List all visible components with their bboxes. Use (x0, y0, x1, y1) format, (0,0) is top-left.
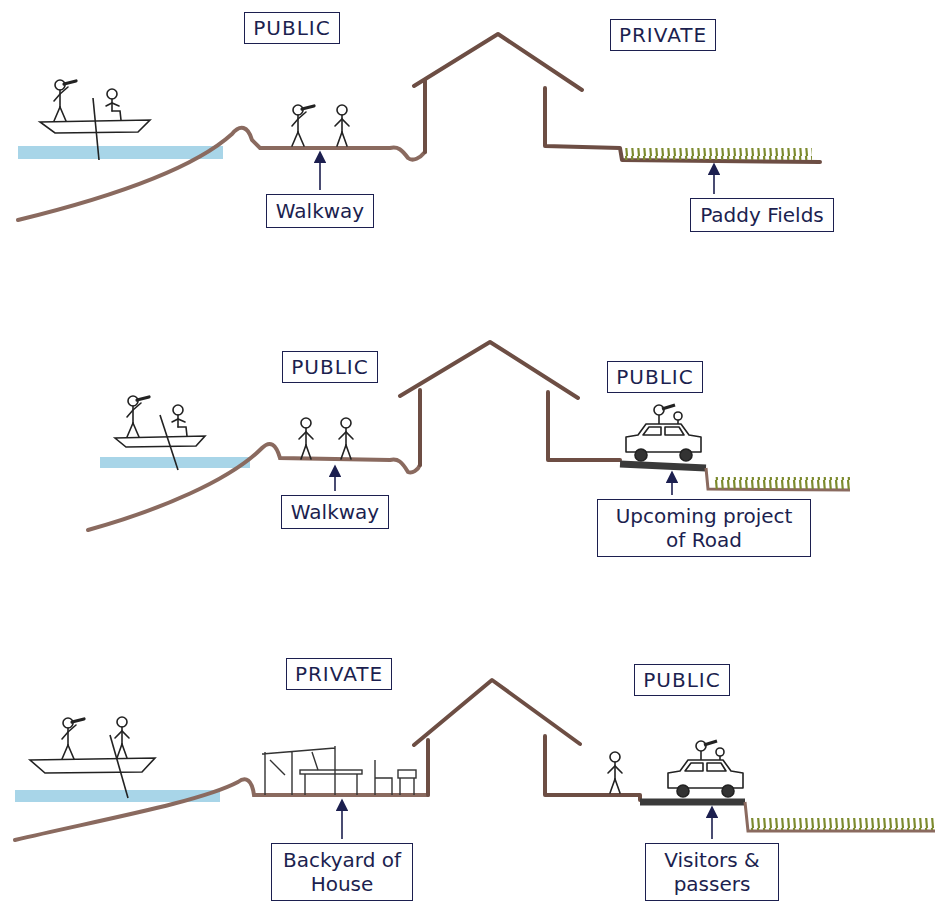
leader-arrow (319, 153, 321, 190)
callout-box: Visitors & passers (645, 843, 779, 901)
boat-person (62, 718, 84, 759)
label-text: PRIVATE (295, 662, 383, 686)
callout-box: Backyard of House (271, 843, 413, 901)
walker-figure (292, 105, 314, 146)
paddy-grass (625, 148, 812, 160)
zone-tag: PUBLIC (282, 351, 377, 383)
callout-box: Upcoming project of Road (597, 499, 811, 557)
house-outline (414, 34, 820, 162)
boat-pole (160, 415, 178, 470)
label-text: PUBLIC (253, 16, 330, 40)
car (668, 741, 743, 797)
backyard-furniture (262, 746, 416, 795)
label-text: PUBLIC (643, 668, 720, 692)
zone-tag: PUBLIC (634, 664, 729, 696)
leader-arrow (671, 473, 673, 495)
walker-figure (299, 418, 313, 459)
road (640, 799, 745, 806)
boat-person (106, 89, 121, 120)
walker-figure (339, 418, 353, 459)
road (620, 464, 706, 468)
water (18, 146, 223, 159)
leader-arrow (341, 801, 343, 839)
label-text: Walkway (276, 199, 364, 223)
house-outline (400, 342, 620, 465)
label-text: PUBLIC (291, 355, 368, 379)
boat-person (172, 405, 187, 436)
zone-tag: PRIVATE (610, 19, 716, 51)
terrain-line (15, 779, 428, 840)
boat-pole (93, 98, 99, 160)
callout-box: Walkway (281, 495, 389, 529)
label-text: PUBLIC (616, 365, 693, 389)
label-text: Upcoming project of Road (607, 504, 801, 552)
zone-tag: PUBLIC (244, 12, 339, 44)
boat-pole (110, 735, 128, 798)
paddy-grass (750, 818, 935, 830)
boat (115, 436, 205, 447)
visitor-figure (608, 752, 622, 793)
leader-arrow (711, 808, 713, 839)
boat-person (127, 396, 149, 437)
leader-arrow (713, 165, 715, 194)
zone-tag: PUBLIC (607, 361, 702, 393)
walker-figure (335, 105, 349, 146)
boat-person (115, 717, 129, 758)
terrain-line (706, 468, 850, 490)
label-text: Backyard of House (281, 848, 403, 896)
house-outline (414, 680, 640, 800)
paddy-grass (712, 477, 850, 489)
car (626, 405, 701, 461)
callout-box: Walkway (266, 194, 374, 228)
leader-arrow (334, 467, 336, 491)
terrain-line (745, 802, 935, 831)
label-text: Walkway (291, 500, 379, 524)
label-text: Paddy Fields (700, 203, 824, 227)
zone-tag: PRIVATE (286, 658, 392, 690)
boat (30, 758, 155, 773)
label-text: Visitors & passers (655, 848, 769, 896)
callout-box: Paddy Fields (690, 198, 834, 232)
label-text: PRIVATE (619, 23, 707, 47)
boat-person (54, 80, 76, 121)
terrain-line (88, 444, 420, 530)
